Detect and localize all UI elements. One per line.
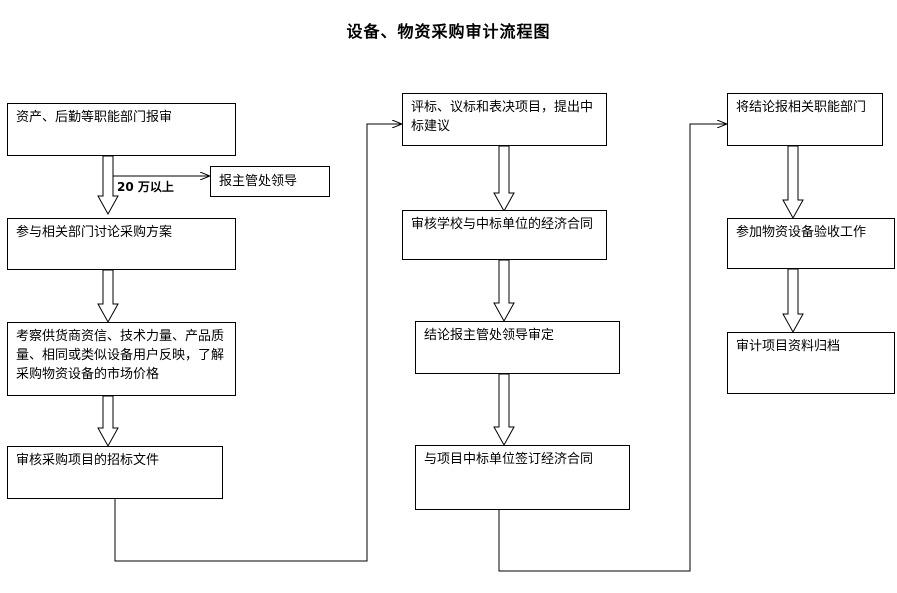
page-title: 设备、物资采购审计流程图 bbox=[346, 22, 551, 41]
block-arrow bbox=[493, 259, 515, 323]
block-arrow bbox=[97, 269, 119, 324]
step-box: 参与相关部门讨论采购方案 bbox=[7, 218, 236, 270]
block-arrow bbox=[97, 395, 119, 448]
step-box: 参加物资设备验收工作 bbox=[727, 218, 895, 269]
step-box: 评标、议标和表决项目，提出中标建议 bbox=[402, 93, 607, 146]
step-box: 审计项目资料归档 bbox=[727, 332, 895, 394]
step-box: 将结论报相关职能部门 bbox=[727, 93, 883, 146]
block-arrow bbox=[493, 373, 515, 447]
step-box: 考察供货商资信、技术力量、产品质量、相同或类似设备用户反映，了解采购物资设备的市… bbox=[7, 322, 236, 396]
block-arrow bbox=[782, 268, 804, 334]
step-box: 结论报主管处领导审定 bbox=[415, 321, 620, 374]
block-arrow bbox=[782, 145, 804, 220]
column-connector-1 bbox=[114, 124, 401, 562]
step-box: 审核学校与中标单位的经济合同 bbox=[402, 210, 607, 260]
block-arrow bbox=[493, 145, 515, 213]
branch-target-box: 报主管处领导 bbox=[210, 166, 330, 197]
threshold-label: 20 万以上 bbox=[117, 180, 174, 194]
step-box: 与项目中标单位签订经济合同 bbox=[415, 445, 630, 510]
block-arrow bbox=[97, 155, 119, 216]
column-connector-2 bbox=[498, 124, 726, 572]
step-box: 审核采购项目的招标文件 bbox=[7, 446, 223, 499]
step-box: 资产、后勤等职能部门报审 bbox=[7, 103, 236, 156]
